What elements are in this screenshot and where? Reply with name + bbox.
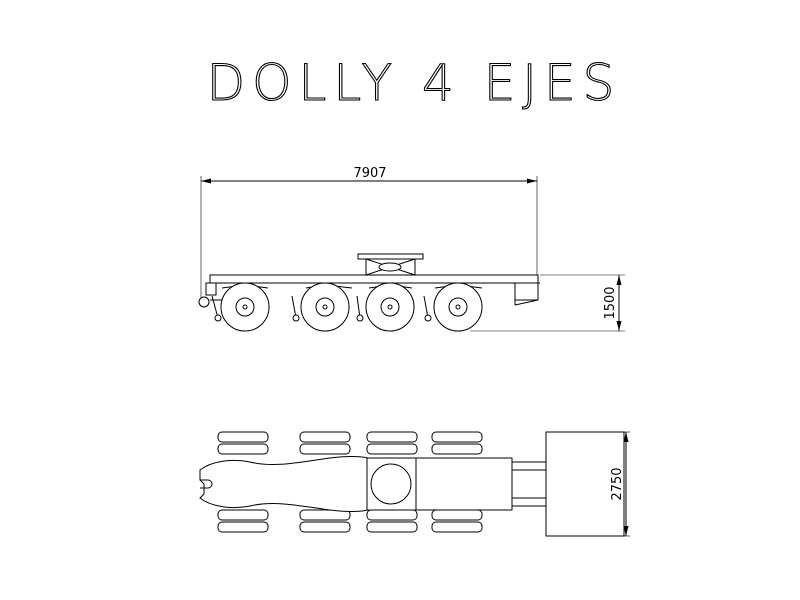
side-view: 7907 (198, 166, 625, 332)
top-view: 2750 (199, 431, 630, 537)
drawbar (511, 461, 547, 507)
drawing-title: DOLLY 4 EJES (207, 54, 622, 112)
wheel (433, 282, 483, 332)
height-dimension-label: 1500 (603, 286, 618, 319)
tire-group-top (217, 431, 483, 455)
wheel (300, 282, 350, 332)
length-dimension-label: 7907 (353, 166, 386, 181)
width-dimension: 2750 (610, 431, 630, 537)
hydraulic-cylinders (211, 295, 432, 322)
gooseneck-plate (545, 431, 625, 537)
suspensions (221, 284, 483, 289)
top-chassis (199, 456, 513, 512)
length-dimension: 7907 (200, 166, 538, 300)
wheel (220, 282, 270, 332)
turntable (366, 457, 417, 511)
tire-group-bottom (217, 509, 483, 533)
width-dimension-label: 2750 (610, 467, 625, 500)
height-dimension: 1500 (470, 274, 625, 332)
fifth-wheel (357, 253, 424, 276)
side-frame (198, 274, 540, 308)
kingpin-slot (200, 479, 213, 489)
wheel (365, 282, 415, 332)
